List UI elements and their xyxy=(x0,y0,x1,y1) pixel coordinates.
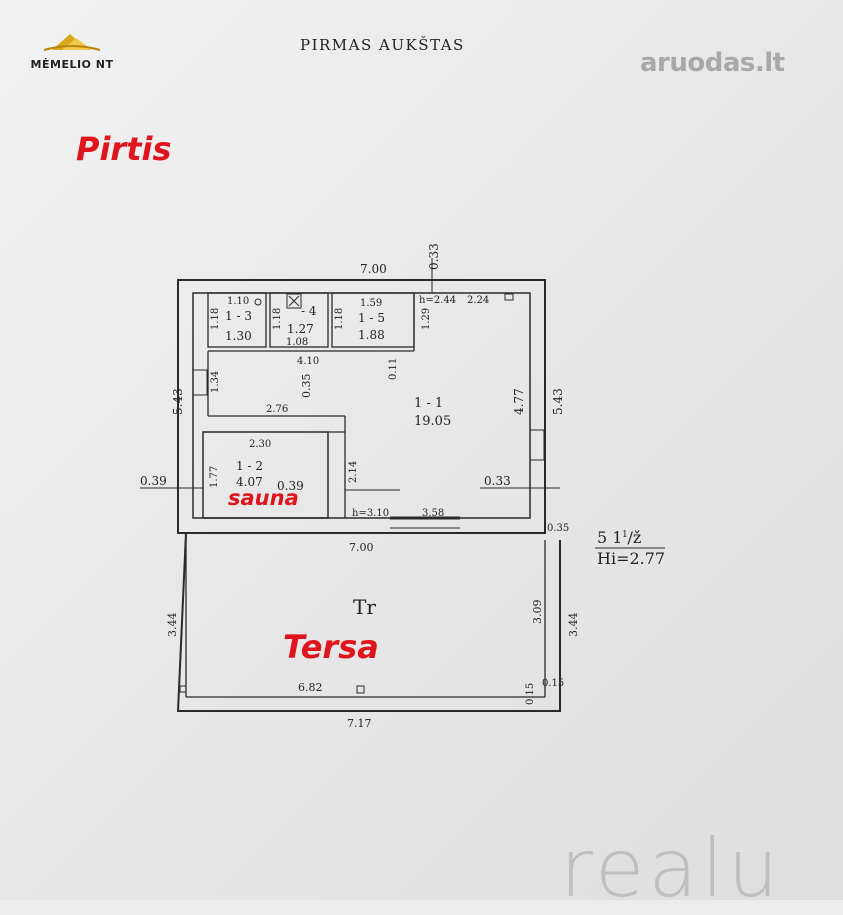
floor-note-sup: 1 xyxy=(622,530,628,540)
floor-note-line1-text: 5 1 /ž xyxy=(597,528,641,547)
dim-left-wall: 5.43 xyxy=(171,388,185,415)
dim-h-top: h=2.44 xyxy=(419,295,456,306)
dim-step-v: 0.35 xyxy=(300,374,313,399)
page-title: PIRMAS AUKŠTAS xyxy=(300,36,465,54)
dim-sauna-h: 1.77 xyxy=(209,466,220,488)
dim-ter-small1: 0.15 xyxy=(525,683,536,705)
aruodas-logo: aruodas.lt xyxy=(640,48,785,78)
dim-ter-inner: 3.09 xyxy=(531,600,544,625)
dim-r14-h: 1.18 xyxy=(272,308,283,330)
dim-h-bottom: h=3.10 xyxy=(352,508,389,519)
terrace-id: Tr xyxy=(353,595,376,619)
sauna-label: sauna xyxy=(228,486,299,510)
dim-right-inner: 4.77 xyxy=(512,388,526,415)
dim-ter-w: 6.82 xyxy=(298,681,323,694)
dim-inner-039: 0.39 xyxy=(277,479,304,493)
terrace-label: Tersa xyxy=(283,628,379,666)
dim-ter-total: 7.17 xyxy=(347,717,372,730)
building-label: Pirtis xyxy=(76,130,172,168)
dim-sauna-right: 2.14 xyxy=(348,461,359,483)
dim-door-w: 3.58 xyxy=(422,508,444,519)
dim-step-w: 2.76 xyxy=(266,404,288,415)
dim-r14-w: 1.08 xyxy=(286,337,308,348)
dim-strip-w: 4.10 xyxy=(297,356,319,367)
room-1-4-area: 1.27 xyxy=(287,322,314,336)
dim-corner: 0.35 xyxy=(547,523,569,534)
dim-r13-w: 1.10 xyxy=(227,296,249,307)
dim-ter-small2: 0.15 xyxy=(542,678,564,689)
room-1-1-id: 1 - 1 xyxy=(414,396,443,411)
dim-ter-left: 3.44 xyxy=(166,613,179,638)
room-1-5-id: 1 - 5 xyxy=(358,311,385,325)
floor-note-line1: 5 1 /ž xyxy=(597,528,641,547)
dim-r15-h: 1.18 xyxy=(334,308,345,330)
dim-r15-w: 1.59 xyxy=(360,298,382,309)
room-1-2-area: 4.07 xyxy=(236,475,263,489)
room-1-1-area: 19.05 xyxy=(414,414,451,429)
room-1-2-id: 1 - 2 xyxy=(236,459,263,473)
dim-top: 7.00 xyxy=(360,262,387,276)
dim-sauna-w: 2.30 xyxy=(249,439,271,450)
room-1-4-id: - 4 xyxy=(301,304,317,318)
memelio-logo: MĖMELIO NT xyxy=(22,30,122,71)
room-1-3-id: 1 - 3 xyxy=(225,309,252,323)
room-1-5-area: 1.88 xyxy=(358,328,385,342)
brand-name: MĖMELIO NT xyxy=(30,58,114,71)
dim-right-033: 0.33 xyxy=(484,474,511,488)
dim-ter-right: 3.44 xyxy=(567,613,580,638)
dim-top-offset: 0.33 xyxy=(427,243,441,270)
dim-strip-right: 1.29 xyxy=(421,308,432,330)
room-1-3-area: 1.30 xyxy=(225,329,252,343)
dim-top-right: 2.24 xyxy=(467,295,489,306)
floor-note-line2: Hi=2.77 xyxy=(597,549,665,568)
dim-right-wall: 5.43 xyxy=(551,388,565,415)
dim-bottom: 7.00 xyxy=(349,541,374,554)
roof-logo-icon xyxy=(43,34,101,51)
dim-strip-gap: 0.11 xyxy=(388,358,399,380)
dim-left-out: 0.39 xyxy=(140,474,167,488)
dim-r13-h: 1.18 xyxy=(210,308,221,330)
dim-step-h: 1.34 xyxy=(210,371,221,393)
